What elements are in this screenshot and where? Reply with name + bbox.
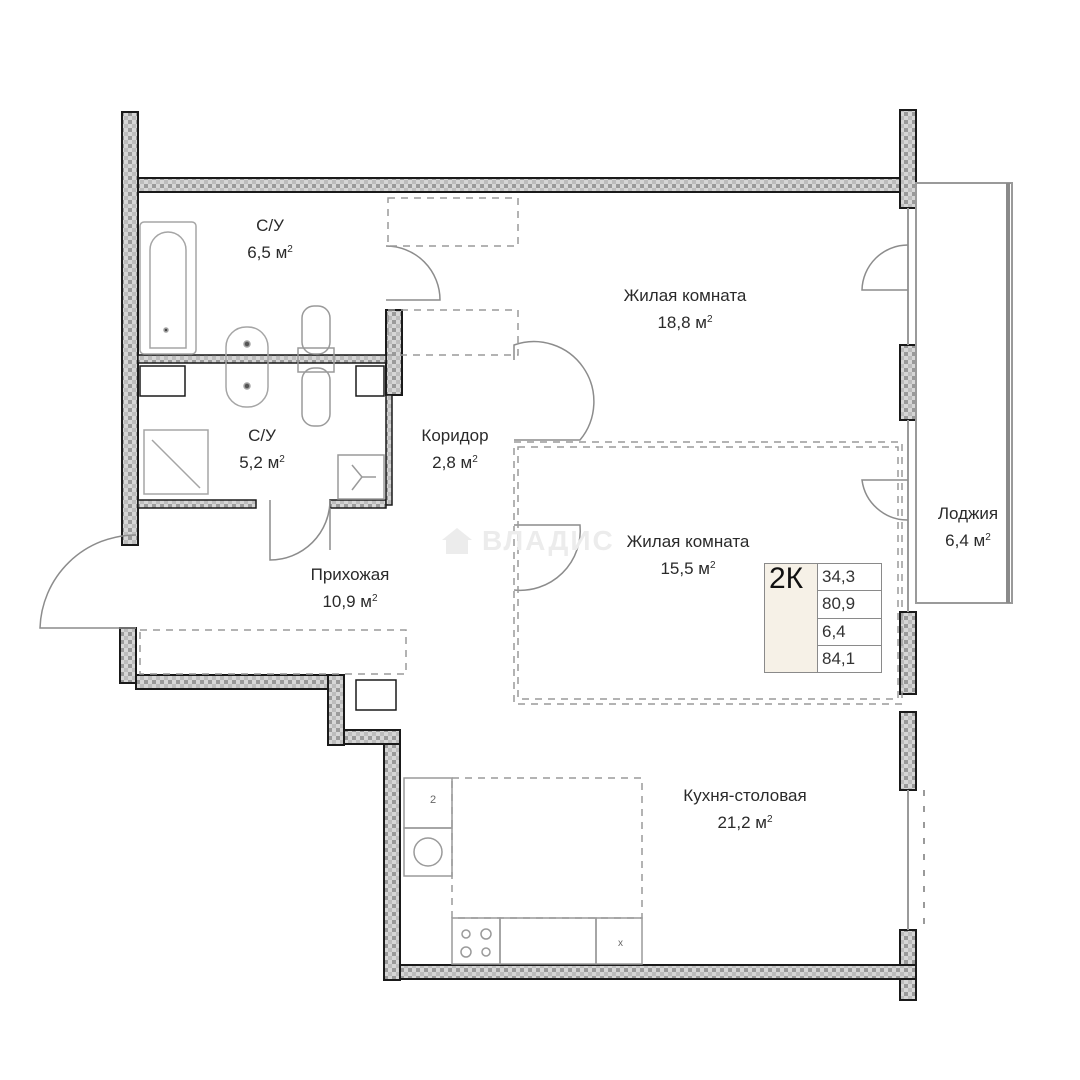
room-area: 5,2 м2 bbox=[239, 453, 285, 472]
total-with-loggia-value: 84,1 bbox=[822, 648, 856, 668]
room-name: Коридор bbox=[421, 426, 489, 445]
room-label-loggia: Лоджия 6,4 м2 bbox=[938, 500, 998, 554]
kitchen-set bbox=[403, 777, 643, 965]
room-label-corridor: Коридор 2,8 м2 bbox=[421, 422, 488, 476]
room-area: 6,5 м2 bbox=[247, 243, 293, 262]
room-label-bath-1: С/У 6,5 м2 bbox=[247, 212, 293, 266]
room-label-bath-2: С/У 5,2 м2 bbox=[239, 422, 285, 476]
partitions bbox=[137, 354, 397, 711]
loggia-area-value: 6,4 bbox=[818, 619, 881, 646]
room-name: С/У bbox=[248, 426, 276, 445]
room-label-hallway: Прихожая 10,9 м2 bbox=[311, 561, 390, 615]
doors bbox=[39, 244, 909, 629]
room-name: Прихожая bbox=[310, 565, 390, 584]
room-name: С/У bbox=[256, 216, 284, 235]
total-area-value: 80,9 bbox=[818, 591, 881, 619]
toilets-icon bbox=[297, 305, 335, 427]
room-label-living-1: Жилая комната 18,8 м2 bbox=[624, 282, 747, 336]
room-name: Кухня-столовая bbox=[683, 786, 807, 805]
living-area-value: 34,3 bbox=[818, 564, 881, 592]
house-logo-icon bbox=[442, 528, 472, 554]
room-area: 6,4 м2 bbox=[945, 531, 991, 550]
walls bbox=[119, 109, 917, 1001]
apartment-summary-badge: 2К 34,3 80,9 6,4 84,1 bbox=[764, 562, 882, 673]
bathtub-icon bbox=[139, 221, 197, 355]
room-label-living-2: Жилая комната 15,5 м2 bbox=[627, 528, 750, 582]
apartment-type: 2К bbox=[769, 562, 804, 595]
shower-icon bbox=[143, 429, 209, 495]
room-area: 10,9 м2 bbox=[322, 592, 378, 611]
room-area: 18,8 м2 bbox=[657, 313, 713, 332]
room-area: 2,8 м2 bbox=[432, 453, 478, 472]
room-name: Жилая комната bbox=[626, 532, 750, 551]
dishwasher-mark: x bbox=[618, 938, 623, 949]
watermark-text: ВЛАДИС bbox=[482, 525, 615, 556]
room-label-kitchen: Кухня-столовая 21,2 м2 bbox=[683, 782, 806, 836]
fridge-mark: 2 bbox=[430, 794, 436, 806]
room-name: Лоджия bbox=[937, 504, 999, 523]
room-area: 15,5 м2 bbox=[660, 559, 716, 578]
room-area: 21,2 м2 bbox=[717, 813, 773, 832]
room-name: Жилая комната bbox=[623, 286, 747, 305]
watermark: ВЛАДИС bbox=[440, 525, 615, 557]
badge-type-cell: 2К bbox=[765, 562, 818, 672]
sinks-icon bbox=[225, 326, 269, 408]
loggia-frame bbox=[907, 182, 1013, 930]
washing-machine-icon bbox=[337, 454, 385, 500]
